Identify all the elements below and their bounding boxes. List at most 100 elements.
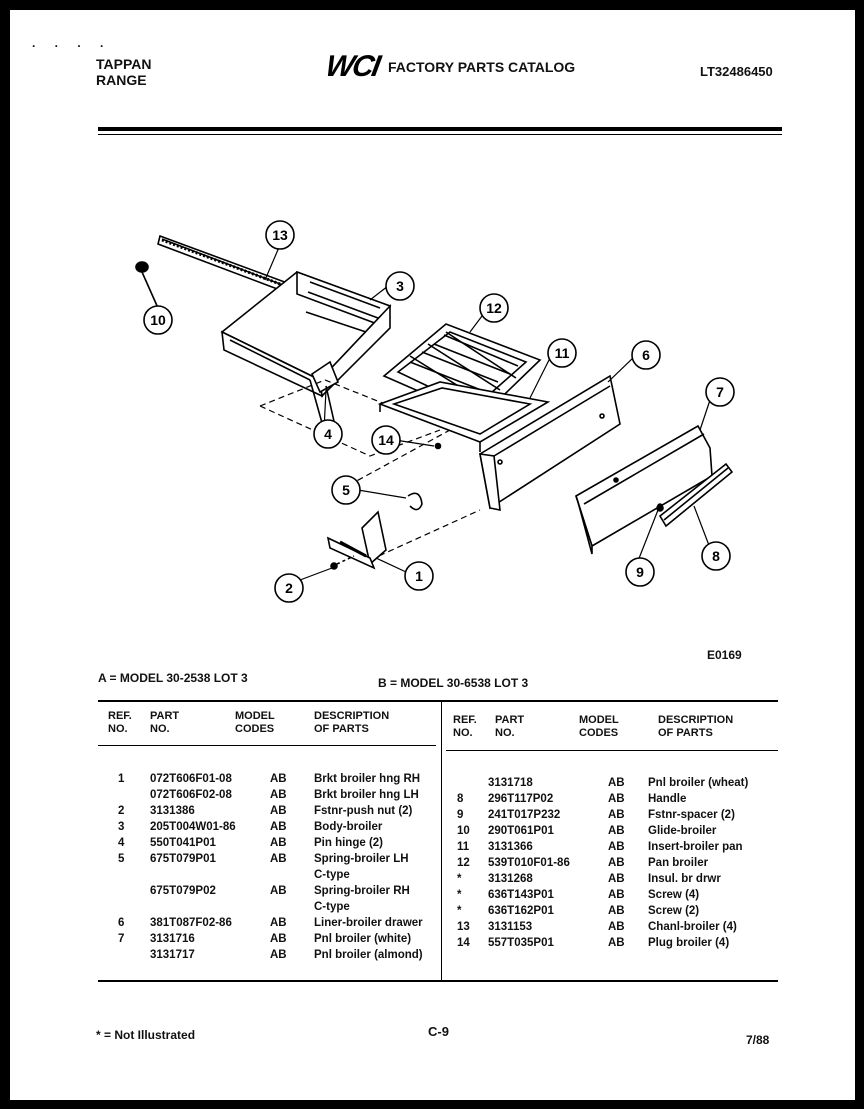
svg-text:9: 9	[636, 564, 644, 580]
svg-text:5: 5	[342, 482, 350, 498]
table-top-rule	[98, 700, 778, 702]
callout-5: 5	[331, 475, 361, 505]
model-b-label: B = MODEL 30-6538 LOT 3	[378, 676, 529, 690]
ref-cell: 4	[118, 837, 125, 849]
model-codes-cell: AB	[270, 885, 287, 897]
description-cell: Spring-broiler LH	[314, 853, 409, 865]
model-codes-cell: AB	[608, 841, 625, 853]
drawer-outline-dashed	[259, 379, 481, 561]
callout-9: 9	[625, 557, 655, 587]
part-14-plug	[434, 442, 442, 450]
model-a-label: A = MODEL 30-2538 LOT 3	[98, 671, 248, 685]
model-codes-cell: AB	[608, 889, 625, 901]
part-6-liner-drawer	[479, 374, 621, 511]
description-cell: Brkt broiler hng RH	[314, 773, 421, 785]
description-cell: Screw (2)	[648, 905, 700, 917]
callout-14: 14	[371, 425, 401, 455]
callout-13: 13	[265, 220, 295, 250]
part-number-cell: 3131268	[488, 873, 533, 885]
ref-cell: 11	[457, 841, 470, 853]
model-codes-cell: AB	[608, 921, 625, 933]
part-number-cell: 3131718	[488, 777, 533, 789]
description-cell: Body-broiler	[314, 821, 383, 833]
svg-text:8: 8	[712, 548, 720, 564]
ref-cell: 3	[118, 821, 125, 833]
model-codes-cell: AB	[608, 777, 625, 789]
callout-12: 12	[479, 293, 509, 323]
table-header-rule-right	[446, 750, 778, 751]
part-number-cell: 3131386	[150, 805, 195, 817]
model-codes-cell: AB	[270, 805, 287, 817]
ref-cell: 2	[118, 805, 125, 817]
ref-cell: *	[457, 889, 462, 901]
callout-2: 2	[274, 573, 304, 603]
svg-text:3: 3	[396, 278, 404, 294]
ref-cell: 13	[457, 921, 470, 933]
model-codes-cell: AB	[608, 793, 625, 805]
part-number-cell: 675T079P01	[150, 853, 216, 865]
svg-text:6: 6	[642, 347, 650, 363]
part-number-cell: 3131716	[150, 933, 195, 945]
description-cell: Insul. br drwr	[648, 873, 721, 885]
svg-text:13: 13	[272, 227, 288, 243]
model-codes-cell: AB	[270, 821, 287, 833]
svg-text:10: 10	[150, 312, 166, 328]
part-3-body-broiler	[220, 270, 392, 398]
part-1-hinge-bracket	[326, 510, 387, 570]
part-number-cell: 3131366	[488, 841, 533, 853]
part-number-cell: 241T017P232	[488, 809, 561, 821]
description-cell: Brkt broiler hng LH	[314, 789, 419, 801]
description-cell: C-type	[314, 901, 350, 913]
header-rule-thin	[98, 134, 782, 135]
part-11-broiler-insert	[377, 381, 551, 452]
model-codes-cell: AB	[270, 773, 287, 785]
ref-cell: 5	[118, 853, 125, 865]
model-codes-cell: AB	[608, 857, 625, 869]
description-cell: Pnl broiler (almond)	[314, 949, 423, 961]
svg-text:7: 7	[716, 384, 724, 400]
ref-cell: 8	[457, 793, 464, 805]
description-cell: Spring-broiler RH	[314, 885, 410, 897]
model-codes-cell: AB	[608, 809, 625, 821]
description-cell: Pnl broiler (white)	[314, 933, 412, 945]
catalog-date: 7/88	[746, 1033, 770, 1047]
table-bottom-rule	[98, 980, 778, 982]
brand-line-2: RANGE	[96, 72, 147, 88]
part-13-channel	[157, 234, 291, 295]
description-cell: Fstnr-push nut (2)	[314, 805, 413, 817]
ref-cell: 10	[457, 825, 470, 837]
exploded-parts-diagram: 13 3 10 12 11 6 7 4 14 5 9 8 2 1	[135, 220, 735, 603]
part-number-cell: 539T010F01-86	[488, 857, 570, 869]
part-number-cell: 3131153	[488, 921, 533, 933]
ref-cell: 14	[457, 937, 470, 949]
callout-10: 10	[143, 305, 173, 335]
svg-text:4: 4	[324, 426, 332, 442]
description-cell: Pin hinge (2)	[314, 837, 383, 849]
part-5-spring	[407, 492, 423, 511]
page-number: C-9	[428, 1024, 449, 1039]
description-cell: Pnl broiler (wheat)	[648, 777, 749, 789]
ref-cell: 7	[118, 933, 125, 945]
svg-text:14: 14	[378, 432, 394, 448]
header-ref-right: REF.NO.	[453, 714, 477, 739]
part-number-cell: 3131717	[150, 949, 195, 961]
description-cell: Plug broiler (4)	[648, 937, 730, 949]
header-rule	[98, 127, 782, 131]
part-10-glide	[135, 261, 159, 309]
ref-cell: *	[457, 905, 462, 917]
catalog-title: FACTORY PARTS CATALOG	[388, 59, 576, 75]
callout-7: 7	[705, 377, 735, 407]
ref-cell: 6	[118, 917, 125, 929]
description-cell: Glide-broiler	[648, 825, 717, 837]
model-codes-cell: AB	[608, 873, 625, 885]
part-2-push-nut	[330, 555, 355, 570]
model-codes-cell: AB	[270, 917, 287, 929]
part-number-cell: 290T061P01	[488, 825, 554, 837]
ref-cell: 1	[118, 773, 125, 785]
callout-8: 8	[701, 541, 731, 571]
description-cell: Chanl-broiler (4)	[648, 921, 737, 933]
